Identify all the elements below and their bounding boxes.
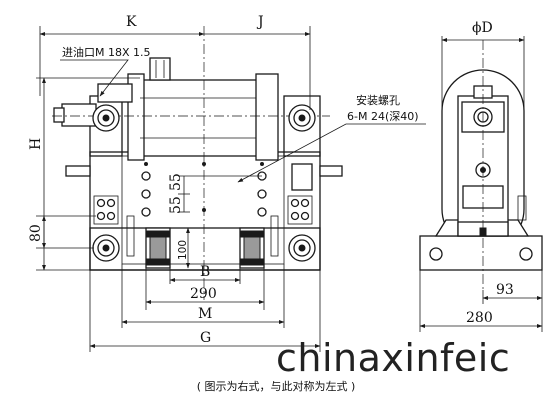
dim-55b-label: 55 [168,196,184,214]
front-dimensions: K J H 80 进油口M 18X 1.5 安装螺孔 6-M 24(深40) 5… [28,14,426,352]
dim-93-label: 93 [496,282,514,298]
dim-80-label: 80 [28,224,44,242]
dim-100-label: 100 [177,240,189,260]
dim-h-label: H [28,138,44,150]
side-view: ϕD 93 280 [419,20,543,332]
oil-inlet-fitting [61,103,97,127]
cylinder-port-boss [149,57,171,81]
valve-block [97,83,133,103]
right-brake-shoe [239,227,265,269]
cylinder-body [139,79,261,157]
front-view [52,26,343,300]
dim-g-label: G [200,330,211,346]
dim-55a-label: 55 [168,173,184,191]
side-base-plate [419,235,543,271]
pad-bolts-right [287,195,313,225]
side-foot-hole-left [429,247,443,261]
upper-right-bolt [288,104,316,132]
drawing-caption: ( 图示为右式，与此对称为左式 ) [196,380,356,393]
right-brake-arm [270,215,279,257]
left-brake-shoe [145,227,171,269]
cylinder-end-cap-right [255,73,279,161]
dim-k-label: K [126,14,137,30]
dim-290-label: 290 [190,286,217,302]
mount-hole-spec: 6-M 24(深40) [347,110,419,123]
oil-inlet-callout: 进油口M 18X 1.5 [62,45,151,59]
left-brake-arm [126,215,135,257]
side-foot-hole-right [519,247,533,261]
dim-phid-label: ϕD [472,20,493,36]
upper-right-bracket [283,95,321,157]
mount-hole-title: 安装螺孔 [356,93,400,107]
right-side-stud [319,165,343,177]
lower-left-bolt [92,234,120,262]
left-side-stud [65,165,91,177]
lower-block [89,227,321,271]
dim-280-label: 280 [466,310,493,326]
upper-left-bolt [92,104,120,132]
watermark-text: chinaxinfeic [276,336,511,380]
dim-b-label: B [200,264,210,280]
pad-bolts-left [93,195,119,225]
dim-m-label: M [198,306,212,322]
dim-j-label: J [256,14,264,30]
lower-right-bolt [288,234,316,262]
